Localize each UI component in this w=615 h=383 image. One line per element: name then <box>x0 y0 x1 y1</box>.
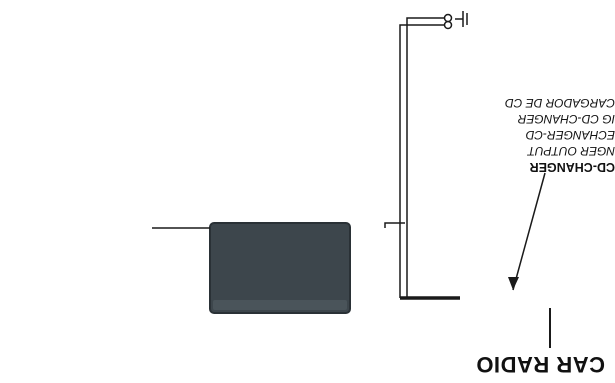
cd-changer-arrow-line <box>512 172 546 291</box>
interface-box-body <box>209 222 351 314</box>
terminal-circle-icon-2 <box>443 13 453 23</box>
car-radio-label: CAR RADIO <box>475 352 605 377</box>
interface-box <box>209 222 351 314</box>
terminal-circle-icon <box>443 20 453 30</box>
cd-changer-line-4: IG CD-CHANGER <box>517 112 615 126</box>
terminal-wire <box>406 17 445 298</box>
cd-changer-line-5: CARGADOR DE CD <box>504 96 615 110</box>
ground-wire <box>399 24 445 298</box>
cd-changer-line-1: CD-CHANGER <box>529 160 615 174</box>
ground-symbol-icon <box>455 11 468 27</box>
ipod-wire <box>384 222 405 228</box>
interface-box-top-strip <box>213 300 347 310</box>
cd-changer-line-3: ECHANGER-CD <box>525 128 615 142</box>
arrow-icon <box>508 277 519 290</box>
cd-changer-line-2: NGER OUTPUT <box>527 144 615 158</box>
